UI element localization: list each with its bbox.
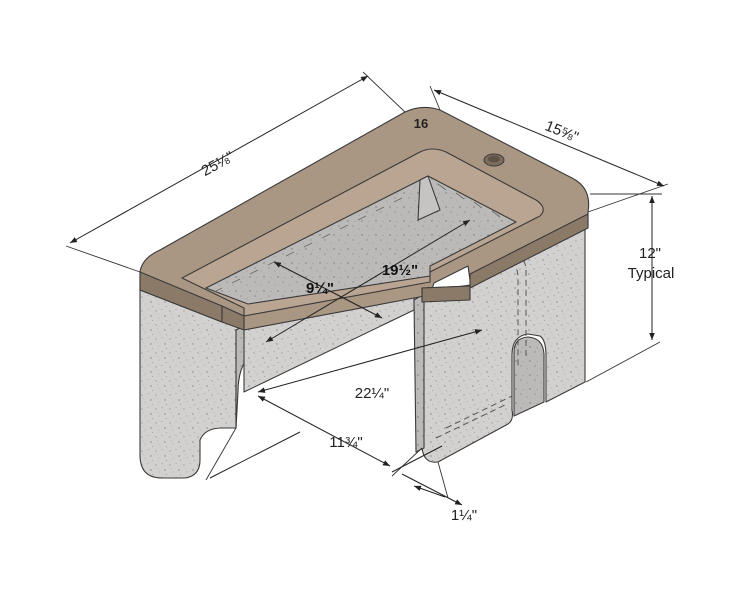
block-mark: 16 <box>414 116 428 131</box>
dimension-lines <box>65 71 669 506</box>
dim-width-label: 15⅝" <box>542 117 580 146</box>
right-leg-bevel <box>413 293 425 453</box>
dimension-labels: 25⅛" 15⅝" 12" Typical 9¼" 19½" 22¼" 11¾"… <box>199 117 675 524</box>
dim-span-label: 22¼" <box>355 385 390 402</box>
dim-height-note: Typical <box>628 265 675 282</box>
right-wall-notch <box>421 285 471 303</box>
cap-edge-front-right <box>469 213 589 289</box>
right-leg-face <box>421 224 586 463</box>
dim-opening-label: 11¾" <box>329 434 362 451</box>
hidden-base-line-2 <box>435 404 506 439</box>
dim-inner-length-label: 19½" <box>382 262 418 279</box>
rear-slot <box>513 336 545 417</box>
left-wall-notch <box>221 305 245 331</box>
dim-lip-label: 1¼" <box>451 507 477 524</box>
dim-inner-width-label: 9¼" <box>306 280 334 297</box>
inner-corner-rib <box>417 175 441 221</box>
hidden-base-line <box>445 395 513 429</box>
dim-height-label: 12" <box>639 245 661 262</box>
dim-length-label: 25⅛" <box>199 148 237 180</box>
